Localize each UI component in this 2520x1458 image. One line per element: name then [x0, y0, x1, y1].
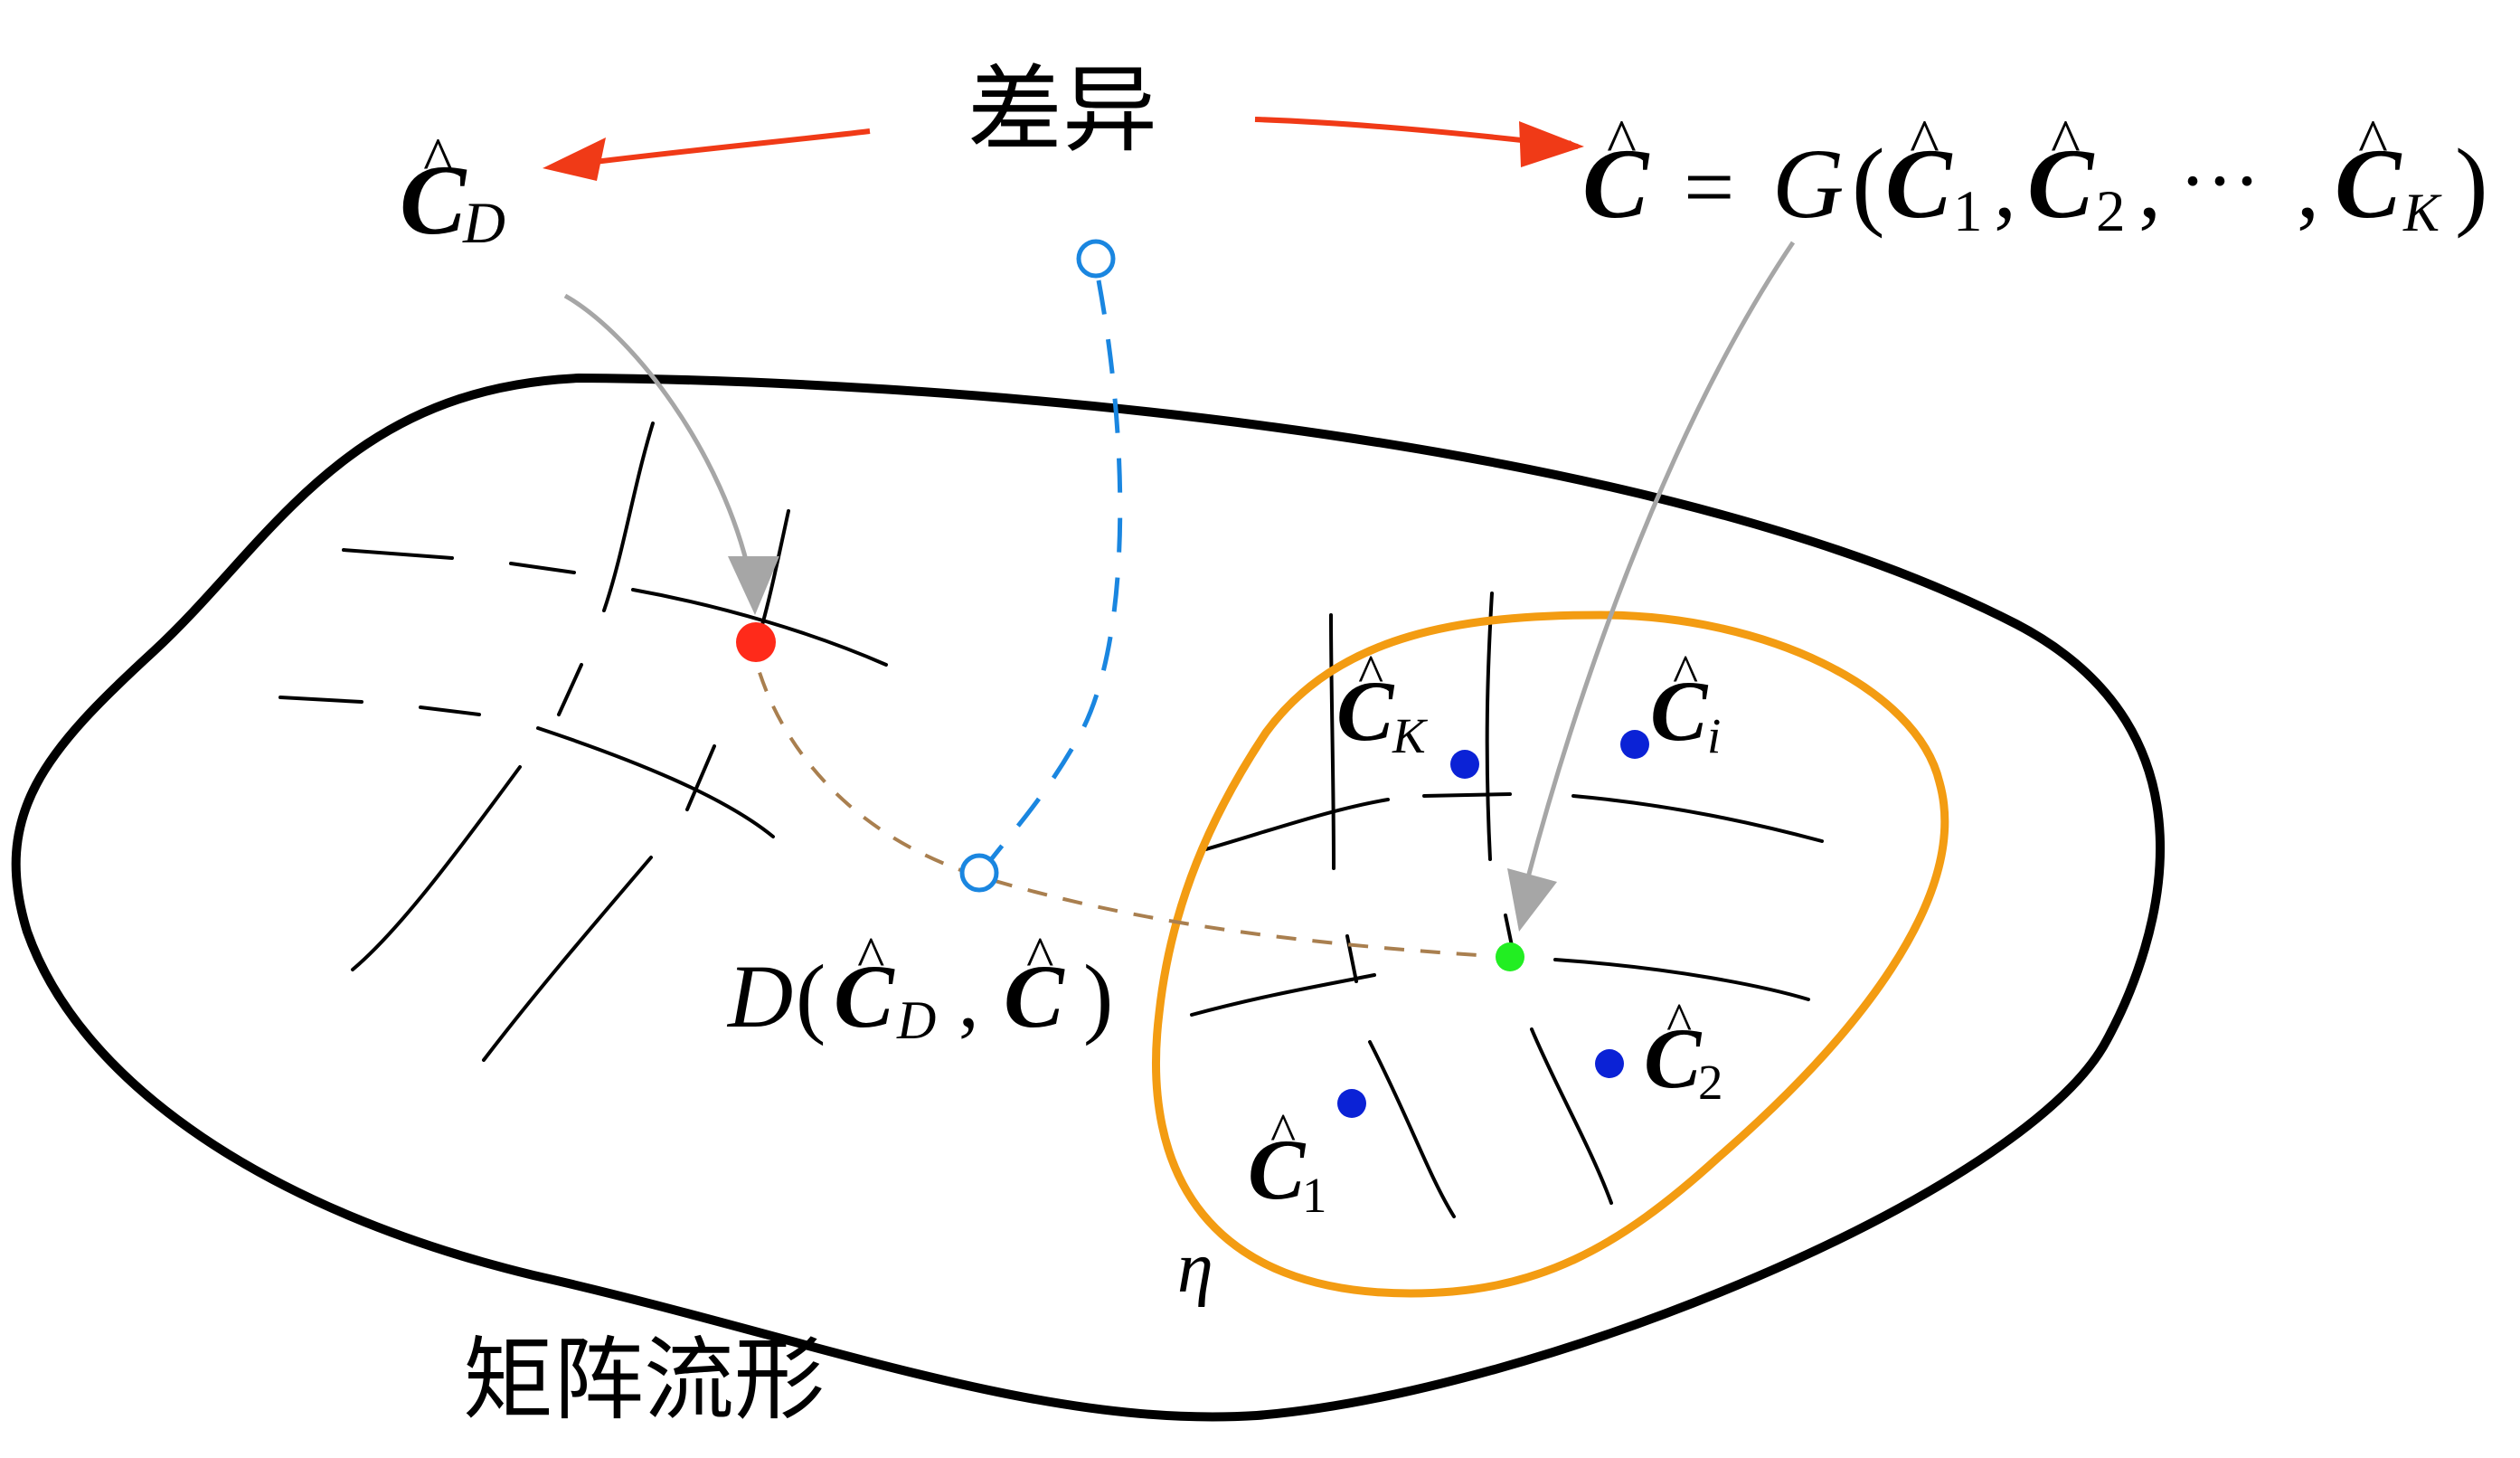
C-letter: C	[2335, 128, 2402, 239]
pointer-top-circle	[1076, 239, 1116, 279]
hat: ^	[1358, 644, 1383, 704]
hat: ^	[1673, 644, 1698, 704]
subscript-i: i	[1707, 708, 1721, 763]
C-letter: C	[1004, 946, 1065, 1046]
subscript-K: K	[2402, 183, 2442, 242]
distance-pointer-line	[978, 279, 1123, 875]
C-letter: C	[2027, 128, 2095, 239]
manifold-label: 矩阵流形	[463, 1327, 825, 1433]
C-letter: C	[834, 946, 895, 1046]
label-C-2: ^ C 2	[1644, 992, 1723, 1110]
function-D: D	[726, 946, 793, 1046]
comma: ,	[1994, 137, 2016, 237]
equals: =	[1684, 137, 1734, 237]
point-C-hat	[1496, 942, 1524, 971]
point-C-1	[1337, 1089, 1366, 1118]
gray-arrow-right	[1525, 241, 1796, 878]
point-C-K	[1450, 750, 1479, 779]
comma: ,	[2297, 137, 2319, 237]
label-C-D: ^ C D	[400, 126, 505, 256]
formula-aggregation: ^ C = G ( ^ C 1 , ^ C 2 , ··· , ^ C K )	[1582, 108, 2488, 244]
close-paren: )	[2455, 128, 2488, 239]
comma: ,	[958, 955, 979, 1045]
subscript-1: 1	[1953, 179, 1983, 244]
hat: ^	[1910, 108, 1940, 177]
gray-arrowhead-right	[1507, 868, 1557, 932]
subscript-2: 2	[2096, 179, 2126, 244]
C-letter: C	[1650, 663, 1709, 759]
gray-arrow-left	[563, 293, 753, 580]
hat: ^	[423, 126, 453, 195]
label-C-i: ^ C i	[1650, 644, 1721, 763]
subscript-1: 1	[1302, 1168, 1327, 1223]
difference-label: 差异	[967, 55, 1157, 166]
point-C-2	[1595, 1049, 1624, 1078]
hat: ^	[857, 925, 885, 990]
C-letter: C	[400, 145, 467, 255]
hat: ^	[1607, 108, 1637, 177]
label-C-1: ^ C 1	[1248, 1103, 1327, 1223]
hat: ^	[1026, 925, 1054, 990]
function-G: G	[1772, 128, 1844, 239]
neighborhood-boundary	[1152, 611, 1949, 1298]
gray-arrowhead-left	[728, 556, 779, 615]
ellipsis: ···	[2179, 137, 2260, 226]
point-C-D	[736, 622, 776, 662]
label-C-K: ^ C K	[1336, 644, 1429, 763]
subscript-2: 2	[1698, 1055, 1723, 1110]
hat: ^	[2358, 108, 2388, 177]
hat: ^	[1666, 992, 1692, 1052]
C-letter: C	[1885, 128, 1953, 239]
label-distance: D ( ^ C D , ^ C )	[726, 925, 1113, 1050]
C-letter: C	[1336, 663, 1395, 759]
subscript-K: K	[1392, 708, 1429, 763]
left-grid-lines	[278, 421, 888, 1062]
C-letter: C	[1644, 1010, 1703, 1106]
pointer-bottom-circle	[959, 853, 999, 893]
close-paren: )	[1083, 946, 1113, 1046]
comma: ,	[2138, 137, 2161, 237]
right-grid-lines	[1190, 592, 1824, 1218]
C-letter: C	[1248, 1122, 1307, 1217]
open-paren: (	[796, 946, 826, 1046]
arrowhead-left	[543, 137, 606, 181]
manifold-outline	[11, 374, 2165, 1422]
hat: ^	[1270, 1103, 1296, 1162]
C-letter: C	[1582, 128, 1650, 239]
subscript-D: D	[462, 191, 505, 256]
point-C-i	[1620, 730, 1649, 759]
hat: ^	[2051, 108, 2081, 177]
eta-label: η	[1177, 1228, 1213, 1308]
arrowhead-right	[1519, 121, 1584, 167]
subscript-D: D	[896, 990, 936, 1050]
open-paren: (	[1852, 128, 1885, 239]
